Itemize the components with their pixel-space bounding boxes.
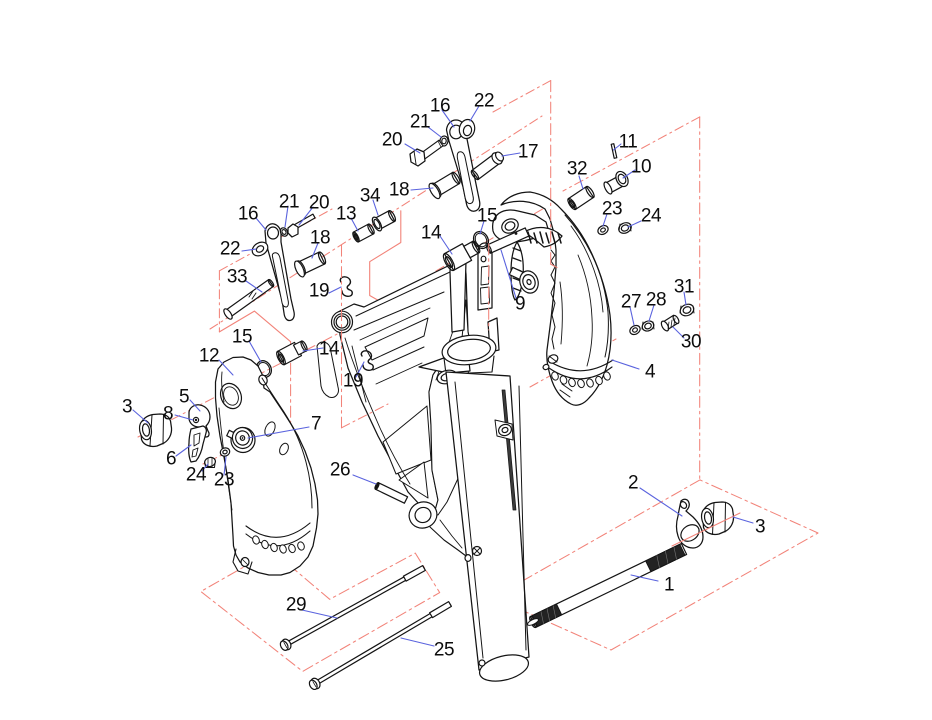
svg-text:21: 21 — [279, 192, 299, 213]
svg-text:30: 30 — [681, 332, 701, 353]
svg-text:12: 12 — [199, 346, 219, 367]
svg-text:18: 18 — [310, 228, 330, 249]
svg-text:15: 15 — [232, 327, 252, 348]
svg-text:3: 3 — [755, 517, 765, 538]
svg-text:3: 3 — [122, 397, 132, 418]
svg-text:2: 2 — [628, 473, 638, 494]
svg-text:24: 24 — [186, 465, 207, 486]
svg-text:20: 20 — [309, 193, 329, 214]
svg-text:1: 1 — [664, 575, 674, 596]
svg-text:17: 17 — [518, 142, 538, 163]
svg-text:25: 25 — [434, 640, 454, 661]
svg-text:15: 15 — [477, 206, 497, 227]
svg-text:19: 19 — [343, 371, 363, 392]
svg-text:8: 8 — [163, 404, 173, 425]
svg-text:22: 22 — [220, 239, 240, 260]
svg-text:29: 29 — [286, 595, 306, 616]
svg-text:9: 9 — [515, 294, 525, 315]
svg-text:14: 14 — [319, 339, 340, 360]
svg-text:16: 16 — [238, 204, 258, 225]
svg-text:11: 11 — [619, 132, 638, 153]
svg-text:28: 28 — [646, 290, 666, 311]
svg-text:4: 4 — [645, 362, 656, 383]
svg-text:34: 34 — [360, 186, 381, 207]
svg-text:10: 10 — [631, 157, 651, 178]
svg-text:22: 22 — [474, 91, 494, 112]
svg-text:24: 24 — [641, 206, 662, 227]
svg-text:23: 23 — [214, 470, 234, 491]
svg-text:19: 19 — [309, 281, 329, 302]
svg-text:31: 31 — [674, 277, 694, 298]
svg-text:5: 5 — [179, 387, 189, 408]
svg-text:27: 27 — [621, 292, 641, 313]
svg-text:6: 6 — [166, 449, 176, 470]
svg-text:20: 20 — [382, 130, 402, 151]
svg-text:32: 32 — [567, 159, 587, 180]
svg-text:21: 21 — [410, 112, 430, 133]
svg-text:7: 7 — [311, 414, 321, 435]
svg-text:16: 16 — [430, 96, 450, 117]
svg-text:14: 14 — [421, 223, 442, 244]
svg-text:13: 13 — [336, 204, 356, 225]
svg-text:23: 23 — [602, 199, 622, 220]
svg-text:18: 18 — [389, 180, 409, 201]
svg-text:33: 33 — [227, 267, 247, 288]
svg-text:26: 26 — [330, 460, 350, 481]
